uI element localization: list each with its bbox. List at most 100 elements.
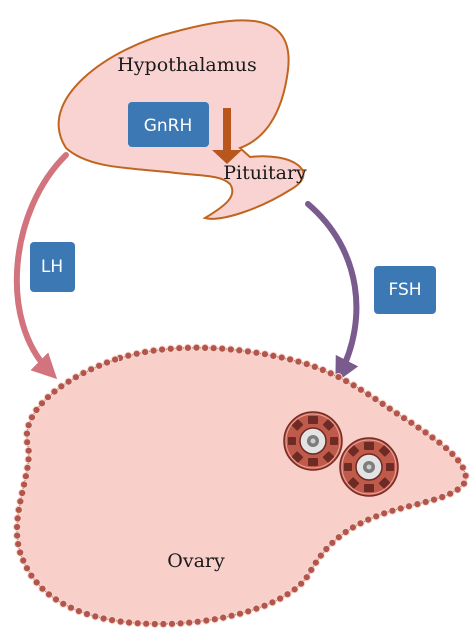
ovary-bead	[116, 617, 125, 626]
ovary-bead	[302, 573, 311, 582]
fsh-label: FSH	[388, 280, 421, 300]
ovary-bead	[27, 413, 37, 422]
ovary-bead	[328, 538, 337, 547]
ovary-bead	[50, 387, 59, 396]
ovary-bead	[43, 393, 53, 402]
ovary-bead	[141, 348, 150, 357]
ovary-bead	[438, 492, 447, 502]
ovary-bead	[159, 619, 168, 629]
ovary-bead	[142, 619, 151, 628]
ovary-bead	[44, 590, 54, 599]
ovary-bead	[124, 351, 133, 360]
ovary-bead	[268, 598, 277, 607]
follicle	[339, 437, 399, 497]
ovary-bead	[71, 373, 81, 382]
ovary-label: Ovary	[167, 550, 225, 572]
ovary-bead	[341, 527, 350, 537]
ovary-bead	[378, 399, 387, 408]
ovary-bead	[64, 377, 73, 386]
ovary-bead	[448, 449, 457, 459]
ovary-bead	[435, 438, 444, 447]
lh-arrow	[13, 152, 69, 380]
ovary-bead	[150, 619, 159, 629]
ovary-bead	[311, 558, 320, 567]
ovary-bead	[342, 377, 351, 386]
ovary-bead	[421, 428, 430, 437]
ovary-bead	[24, 421, 33, 430]
ovary-bead	[175, 344, 184, 353]
ovary-bead	[446, 489, 455, 498]
ovary-epithelium	[13, 343, 470, 629]
ovary-bead	[167, 619, 177, 628]
ovary-bead	[111, 355, 120, 364]
ovary-bead	[294, 357, 303, 366]
hypothalamus-label: Hypothalamus	[117, 54, 257, 76]
ovary-bead	[277, 353, 286, 362]
ovary-bead	[176, 619, 185, 628]
ovary-bead	[22, 564, 32, 573]
ovary-bead	[18, 488, 27, 498]
ovary-bead	[87, 365, 96, 374]
ovary-bead	[227, 611, 236, 620]
ovary-bead	[414, 423, 423, 432]
ovary-bead	[23, 438, 32, 447]
ovary-bead	[13, 514, 22, 523]
ovary-bead	[364, 515, 373, 524]
ovary-bead	[14, 540, 23, 549]
ovary-bead	[192, 343, 201, 352]
ovary-bead	[13, 522, 22, 532]
ovary-bead	[59, 599, 68, 608]
ovary-bead	[458, 463, 467, 472]
gnrh-label: GnRH	[144, 116, 193, 136]
ovary-bead	[407, 418, 416, 427]
follicle	[283, 411, 343, 471]
ovary-bead	[166, 344, 175, 353]
gnrh-arrow	[212, 108, 242, 164]
ovary-bead	[51, 595, 61, 604]
ovary-bead	[326, 369, 335, 378]
ovary-bead	[27, 571, 36, 580]
ovary-bead	[421, 497, 430, 506]
ovary-bead	[209, 344, 218, 353]
ovary-bead	[399, 414, 409, 423]
ovary-bead	[349, 381, 358, 390]
ovary-bead	[322, 544, 331, 554]
ovary-bead	[149, 346, 158, 355]
ovary-bead	[392, 409, 401, 418]
ovary-bead	[461, 471, 470, 480]
ovary-bead	[388, 506, 397, 515]
ovary-bead	[79, 369, 88, 378]
ovary-bead	[334, 533, 343, 542]
ovary-bead	[244, 607, 253, 616]
ovary-bead	[74, 607, 84, 616]
ovary-bead	[252, 604, 261, 613]
ovary-bead	[302, 360, 311, 369]
ovary-bead	[24, 446, 33, 455]
ovary-bead	[201, 343, 210, 352]
ovary-bead	[14, 505, 23, 514]
ovary-bead	[413, 500, 422, 509]
ovary-bead	[193, 617, 202, 626]
ovary-bead	[348, 523, 357, 532]
ovary-bead	[459, 479, 468, 488]
ovary-bead	[297, 579, 306, 588]
fsh-box: FSH	[374, 266, 436, 314]
ovary-bead	[276, 594, 285, 603]
ovary-bead	[183, 343, 192, 352]
ovary-bead	[243, 347, 252, 356]
ovary-bead	[102, 358, 112, 367]
ovary-bead	[37, 399, 47, 408]
ovary-bead	[334, 373, 343, 382]
ovary-bead	[453, 456, 463, 465]
fsh-arrow	[305, 201, 360, 383]
ovary-bead	[356, 385, 365, 394]
ovary-shape	[16, 347, 467, 625]
ovary-bead	[380, 509, 389, 518]
ovary-bead	[260, 601, 269, 610]
ovary-bead	[385, 404, 394, 413]
ovary-bead	[318, 365, 327, 375]
ovary-bead	[404, 502, 414, 511]
ovary-bead	[185, 618, 194, 627]
ovary-bead	[57, 382, 66, 391]
